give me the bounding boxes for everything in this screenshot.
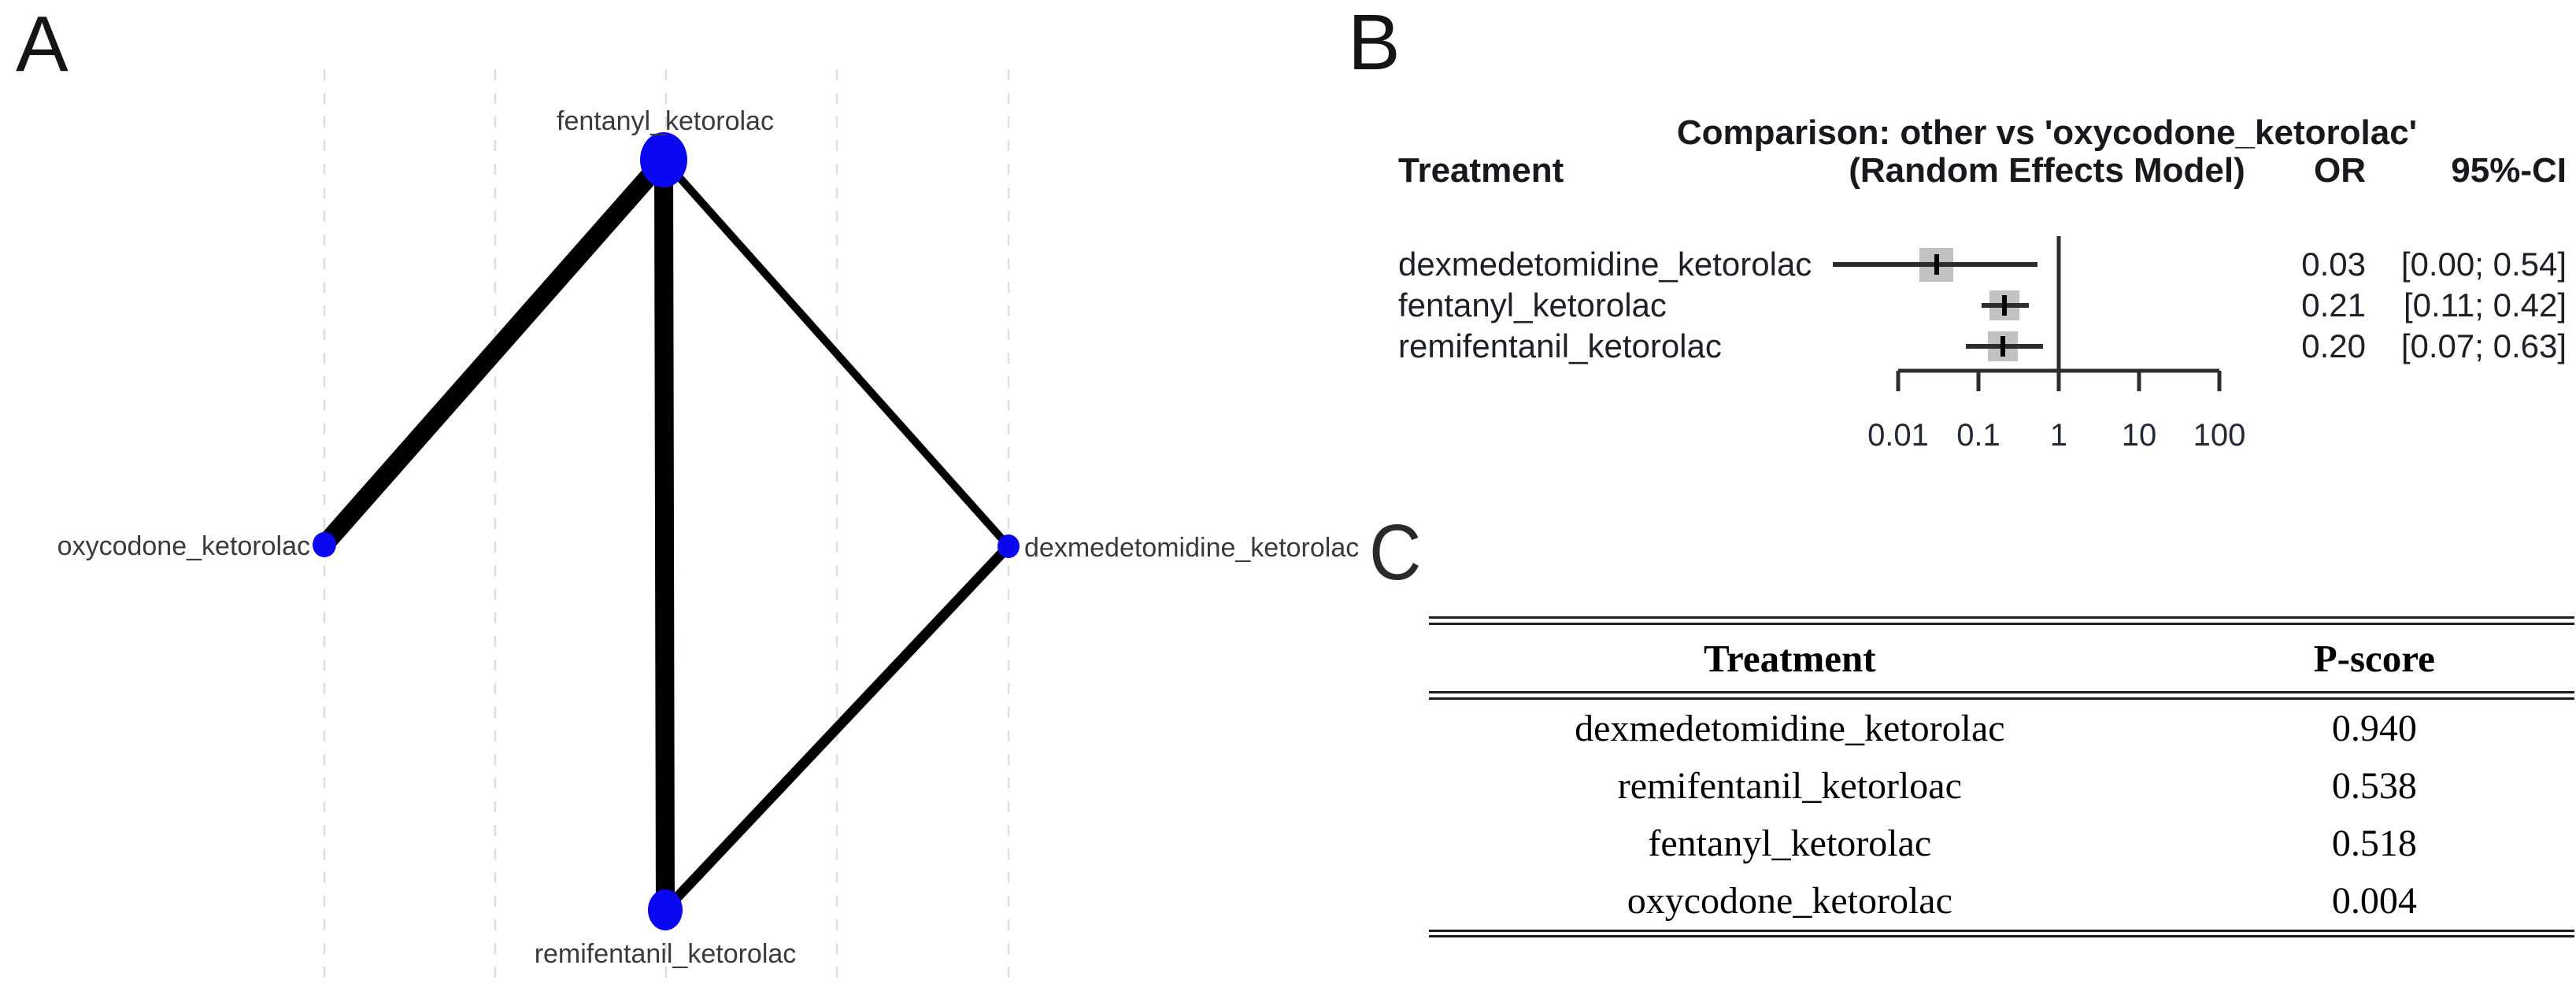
table-header-pscore: P-score [2313,636,2435,680]
node-label-remifentanil: remifentanil_ketorolac [535,939,797,969]
forest-ci-value: [0.07; 0.63] [2401,327,2567,364]
panel-a-label: A [16,0,68,88]
panel-b-label: B [1348,0,1401,87]
edge-fentanyl-remifentanil [654,159,675,911]
table-cell-treatment: oxycodone_ketorolac [1627,880,1952,922]
node-fentanyl-ketorolac [640,132,687,187]
table-cell-pscore: 0.538 [2331,765,2417,807]
table-cell-treatment: dexmedetomidine_ketorolac [1575,708,2005,749]
table-cell-pscore: 0.004 [2331,880,2417,922]
forest-title-line1: Comparison: other vs 'oxycodone_ketorola… [1677,113,2417,152]
forest-plot-area: 0.01 0.1 1 10 100 [1833,236,2245,453]
forest-row-label: fentanyl_ketorolac [1398,287,1667,324]
edge-remifentanil-dexmedetomidine [661,542,1012,914]
forest-ci-value: [0.00; 0.54] [2401,246,2567,283]
table-rule-top2 [1429,623,2574,625]
forest-plot: Comparison: other vs 'oxycodone_ketorola… [1398,113,2567,453]
table-row: remifentanil_ketorloac 0.538 [1429,757,2574,815]
node-oxycodone-ketorolac [313,532,336,557]
forest-x-axis [1896,368,2222,391]
table-cell-treatment: fentanyl_ketorolac [1648,823,1932,864]
node-label-fentanyl: fentanyl_ketorolac [557,106,774,136]
axis-tick-label: 0.01 [1867,418,1929,453]
forest-point-marker [2002,295,2007,316]
table-rule-mid [1429,691,2574,693]
forest-col-ci: 95%-CI [2451,151,2567,190]
table-rule-bottom2 [1429,935,2574,937]
node-label-oxycodone: oxycodone_ketorolac [57,531,310,561]
forest-or-value: 0.03 [2301,246,2366,283]
table-cell-treatment: remifentanil_ketorloac [1617,765,1962,807]
forest-or-value: 0.21 [2301,287,2366,324]
edge-fentanyl-oxycodone [316,153,672,551]
forest-col-treatment: Treatment [1398,151,1564,190]
panel-c-label: C [1369,508,1422,597]
table-row: fentanyl_ketorolac 0.518 [1429,815,2574,872]
forest-point-marker [1934,254,1939,275]
table-rule-bottom [1429,930,2574,932]
axis-tick-label: 0.1 [1956,418,2000,453]
table-cell-pscore: 0.940 [2331,708,2417,749]
forest-row-label: remifentanil_ketorolac [1398,327,1722,364]
table-header-treatment: Treatment [1704,636,1876,680]
node-remifentanil-ketorolac [648,889,683,930]
forest-point-marker [2000,336,2005,357]
node-label-dexmedetomidine: dexmedetomidine_ketorolac [1024,533,1359,563]
node-dexmedetomidine-ketorolac [997,534,1020,558]
table-row: oxycodone_ketorolac 0.004 [1429,872,2574,930]
forest-row-label: dexmedetomidine_ketorolac [1398,246,1812,283]
axis-tick-label: 100 [2193,418,2246,453]
table-row: dexmedetomidine_ketorolac 0.940 [1429,700,2574,757]
forest-title-line2: (Random Effects Model) [1849,151,2245,190]
pscore-table: Treatment P-score dexmedetomidine_ketoro… [1429,616,2574,937]
axis-tick-label: 1 [2050,418,2067,453]
edge-fentanyl-dexmedetomidine [661,157,1012,549]
table-rule-top [1429,616,2574,619]
table-rule-mid2 [1429,697,2574,700]
table-cell-pscore: 0.518 [2331,823,2417,864]
table-header-row: Treatment P-score [1429,625,2574,691]
network-plot: fentanyl_ketorolac oxycodone_ketorolac d… [57,69,1359,982]
axis-tick-label: 10 [2122,418,2157,453]
forest-col-or: OR [2314,151,2366,190]
forest-ci-value: [0.11; 0.42] [2404,287,2567,324]
forest-or-value: 0.20 [2301,327,2366,364]
